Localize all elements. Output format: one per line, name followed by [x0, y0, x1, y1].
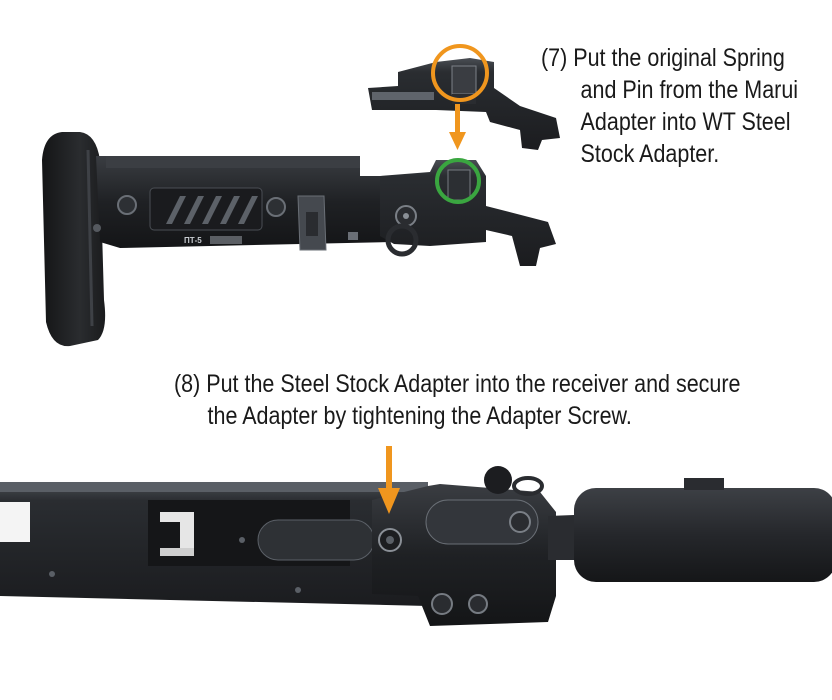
step-7-line-4: Stock Adapter. — [580, 140, 720, 168]
step-7-instruction: (7) Put the original Spring and Pin from… — [541, 42, 798, 170]
butt-pad — [42, 132, 106, 347]
down-arrow-icon — [449, 104, 466, 150]
step-7-line-2: and Pin from the Marui — [580, 76, 799, 104]
step-8-instruction: (8) Put the Steel Stock Adapter into the… — [174, 368, 740, 432]
step-7-line-3: Adapter into WT Steel — [580, 108, 791, 136]
marui-spring-highlight — [431, 44, 489, 102]
step-8-line-2: the Adapter by tightening the Adapter Sc… — [207, 402, 632, 430]
stock-body: ПТ-5 — [93, 156, 392, 251]
adapter-screw-arrow-icon — [378, 446, 400, 514]
receiver-assembly-photo — [0, 466, 832, 626]
step-8-line-1: (8) Put the Steel Stock Adapter into the… — [174, 370, 741, 398]
step-7-line-1: (7) Put the original Spring — [541, 44, 785, 72]
steel-adapter-spring-highlight — [435, 158, 481, 204]
stock-marking: ПТ-5 — [184, 236, 202, 245]
